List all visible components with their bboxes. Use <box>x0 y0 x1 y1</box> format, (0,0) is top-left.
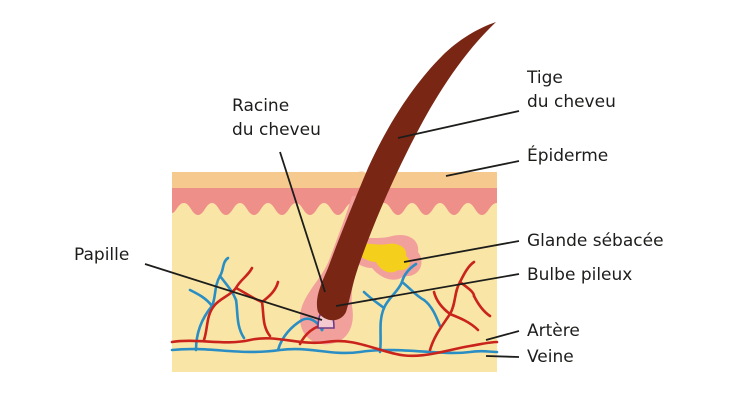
label-papille: Papille <box>74 245 130 265</box>
label-glande: Glande sébacée <box>527 231 664 251</box>
label-epiderme: Épiderme <box>527 146 609 166</box>
leader-racine <box>279 151 326 293</box>
sebaceous-gland <box>354 243 410 273</box>
leader-glande <box>403 240 520 263</box>
epidermis-ridges <box>172 187 497 215</box>
label-tige: Tige du cheveu <box>527 68 616 112</box>
label-bulbe: Bulbe pileux <box>527 265 633 285</box>
leader-papille <box>144 263 323 321</box>
label-artere: Artère <box>527 321 580 341</box>
leader-artere <box>485 330 520 341</box>
leader-veine <box>485 355 520 358</box>
leader-epiderme <box>445 160 520 177</box>
label-racine: Racine du cheveu <box>232 96 321 140</box>
leader-bulbe <box>335 273 520 307</box>
label-veine: Veine <box>527 347 574 367</box>
hair-shaft <box>316 22 496 321</box>
leader-lines <box>144 110 520 358</box>
leader-tige <box>397 110 520 139</box>
artery-network <box>170 260 499 358</box>
